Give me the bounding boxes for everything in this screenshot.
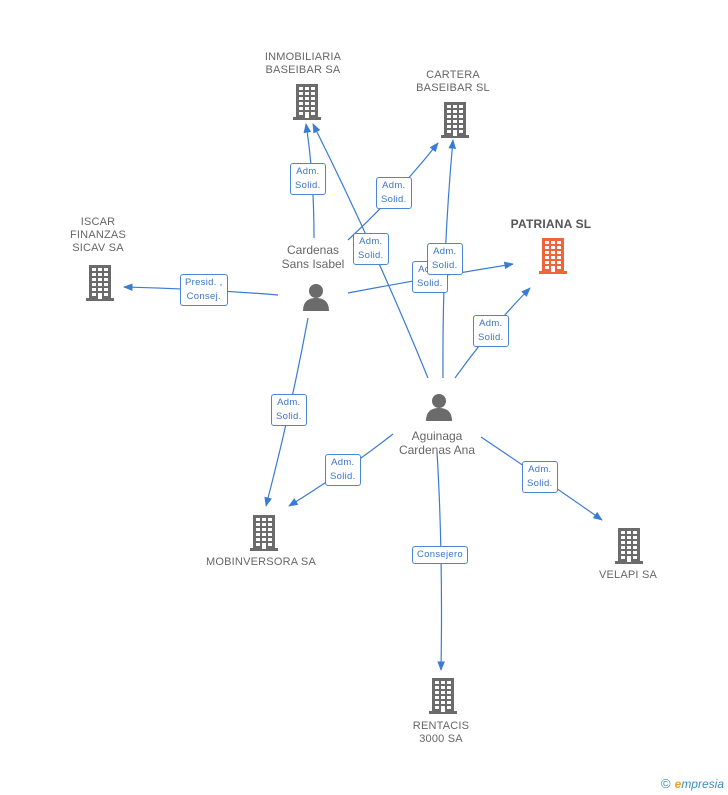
edge-label-aguinaga-mobinversora: Adm. Solid.: [325, 454, 361, 486]
building-icon-mobinversora[interactable]: [250, 515, 278, 556]
edge-label-aguinaga-cartera: Adm. Solid.: [427, 243, 463, 275]
building-icon-iscar[interactable]: [86, 265, 114, 306]
building-icon-patriana[interactable]: [539, 238, 567, 279]
edge-label-cardenas-iscar: Presid. , Consej.: [180, 274, 228, 306]
edge-label-aguinaga-patriana: Adm. Solid.: [473, 315, 509, 347]
edge-label-cardenas-mobinversora: Adm. Solid.: [271, 394, 307, 426]
company-label-rentacis[interactable]: RENTACIS 3000 SA: [412, 720, 470, 745]
edge-label-aguinaga-velapi: Adm. Solid.: [522, 461, 558, 493]
person-label-aguinaga[interactable]: Aguinaga Cardenas Ana: [398, 429, 476, 457]
company-label-velapi[interactable]: VELAPI SA: [598, 569, 658, 581]
company-label-inmobiliaria[interactable]: INMOBILIARIA BASEIBAR SA: [264, 51, 342, 76]
person-icon-cardenas[interactable]: [302, 283, 330, 316]
building-icon-velapi[interactable]: [615, 528, 643, 569]
company-label-patriana[interactable]: PATRIANA SL: [510, 217, 592, 231]
company-label-cartera[interactable]: CARTERA BASEIBAR SL: [416, 69, 490, 94]
building-icon-rentacis[interactable]: [429, 678, 457, 719]
company-label-iscar[interactable]: ISCAR FINANZAS SICAV SA: [70, 216, 126, 254]
brand-name: mpresia: [681, 777, 724, 791]
person-icon-aguinaga[interactable]: [425, 393, 453, 426]
building-icon-cartera[interactable]: [441, 102, 469, 143]
copyright-icon: ©: [661, 776, 671, 791]
edge-label-cardenas-cartera: Adm. Solid.: [376, 177, 412, 209]
edge-label-aguinaga-rentacis: Consejero: [412, 546, 469, 564]
company-label-mobinversora[interactable]: MOBINVERSORA SA: [206, 556, 316, 568]
building-icon-inmobiliaria[interactable]: [293, 84, 321, 125]
edge-label-cardenas-inmobiliaria: Adm. Solid.: [290, 163, 326, 195]
edge-label-aguinaga-inmobiliaria: Adm. Solid.: [353, 233, 389, 265]
person-label-cardenas[interactable]: Cardenas Sans Isabel: [281, 243, 345, 271]
brand-e: e: [674, 777, 682, 791]
footer-brand: ©empresia: [661, 776, 724, 791]
